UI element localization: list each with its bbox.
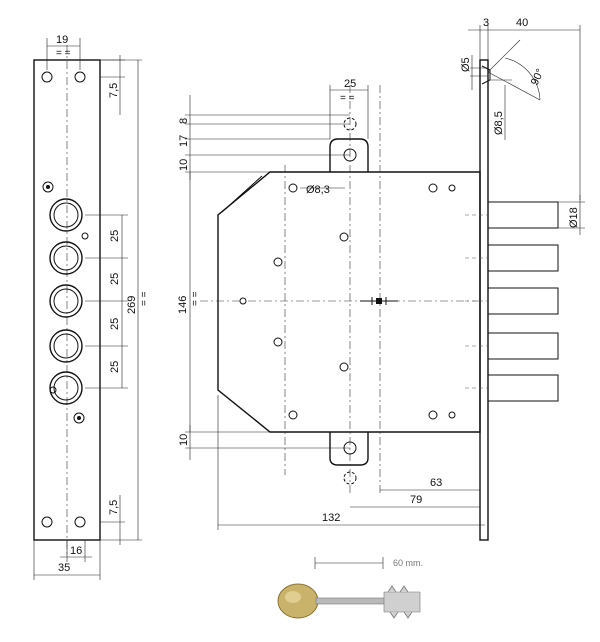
dim-projection: 40 (516, 17, 528, 29)
screw-hole (41, 516, 53, 528)
screw-hole (74, 516, 86, 528)
lock-case-outline (217, 171, 481, 433)
dim-132: 132 (322, 512, 340, 524)
dim-faceplate-width: 35 (58, 562, 70, 574)
bottom-tab (329, 432, 369, 466)
svg-text:= =: = = (190, 291, 201, 306)
faceplate-view: 19 = = 7,5 25 25 25 25 269 = = 7,5 16 (33, 34, 150, 580)
dim-spacing-4: 25 (109, 361, 121, 373)
pin-hole (81, 232, 89, 240)
dim-body-top: 25 (344, 78, 356, 90)
dim-spacing-3: 25 (109, 318, 121, 330)
dim-body-bottom-10: 10 (178, 434, 190, 446)
dim-spacing-2: 25 (109, 273, 121, 285)
dim-hole-diameter: Ø8,3 (306, 184, 330, 196)
screw-hole (41, 71, 53, 83)
dim-total-length: 269 (126, 296, 138, 314)
dim-top-offset: 7,5 (108, 83, 120, 98)
screw-hole (74, 71, 86, 83)
svg-text:= =: = = (139, 291, 150, 306)
dim-hole-5: Ø5 (460, 57, 472, 72)
bolts (465, 201, 559, 402)
dim-body-height: 146 (177, 296, 189, 314)
dim-faceplate-top: 19 (56, 34, 68, 46)
svg-text:= =: = = (340, 93, 355, 104)
dim-angle: 90° (529, 67, 547, 87)
dim-body-10: 10 (178, 159, 190, 171)
top-tab (329, 138, 369, 172)
key-shaft (315, 597, 387, 605)
key-illustration: 60 mm. (277, 557, 423, 619)
side-view: 3 40 Ø5 90° Ø8,5 Ø18 (460, 17, 585, 541)
key-length-label: 60 mm. (393, 558, 423, 568)
key-bit (383, 591, 421, 613)
lock-body-view: 25 = = 8 17 10 146 = = 10 Ø8,3 63 79 132 (177, 78, 485, 530)
dim-63: 63 (430, 477, 442, 489)
side-faceplate (479, 59, 489, 541)
dim-thickness: 3 (483, 17, 489, 29)
dim-body-8: 8 (178, 118, 190, 124)
dim-79: 79 (410, 494, 422, 506)
svg-text:= =: = = (56, 48, 71, 59)
dim-bottom-offset: 7,5 (108, 500, 120, 515)
dim-body-17: 17 (178, 135, 190, 147)
dim-bolt-diameter: Ø18 (568, 207, 580, 228)
dim-spacing-1: 25 (109, 230, 121, 242)
bolt-holes (49, 198, 83, 405)
dim-hole-85: Ø8,5 (493, 111, 505, 135)
dim-bottom-inner: 16 (70, 545, 82, 557)
